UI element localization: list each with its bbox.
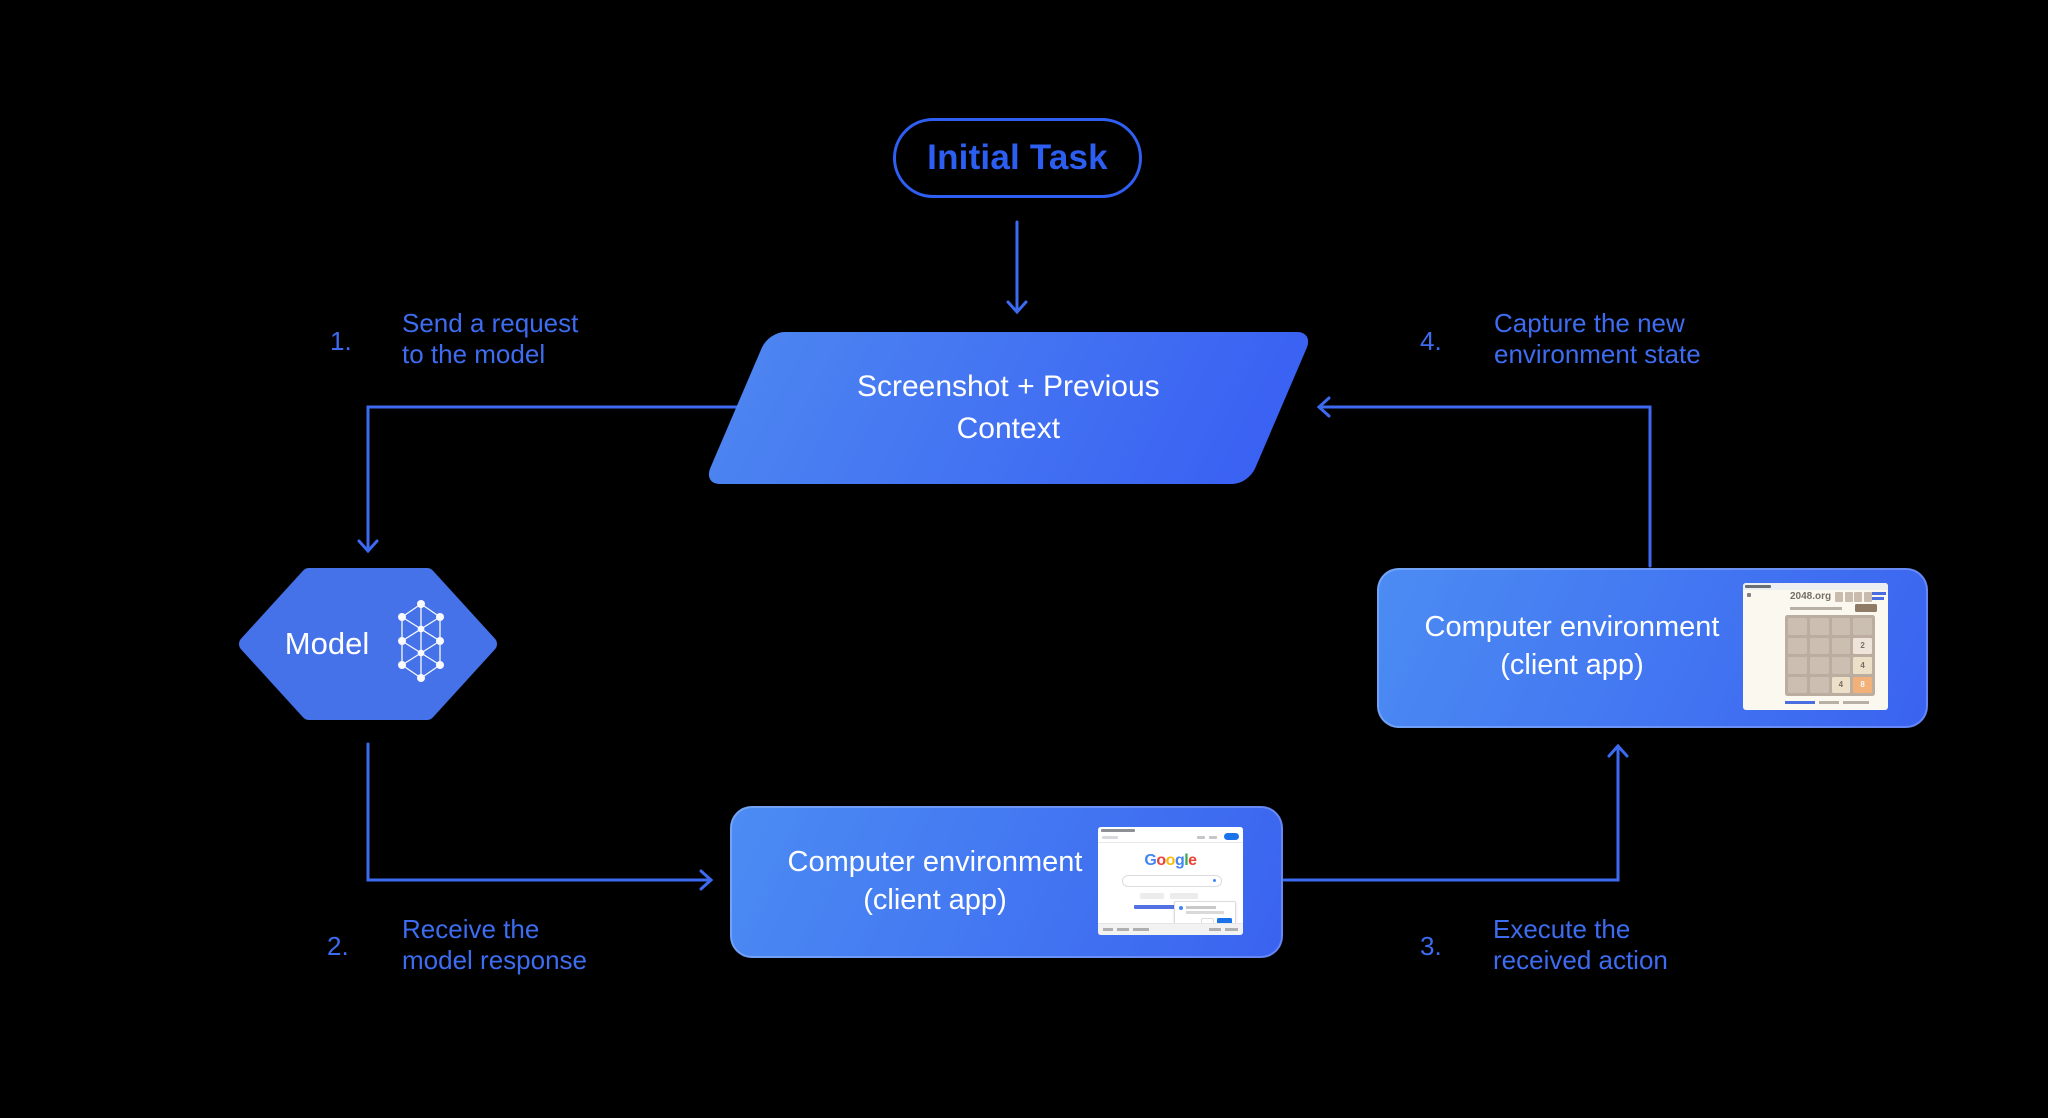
step-4-label: Capture the new environment state bbox=[1494, 308, 1701, 369]
mic-icon bbox=[1213, 879, 1216, 882]
browser-chrome bbox=[1098, 827, 1243, 843]
browser-nav-icons bbox=[1102, 836, 1118, 839]
step-1-number: 1. bbox=[330, 326, 352, 356]
model-node-label: Model bbox=[284, 626, 370, 661]
computer-environment-capture-node: Computer environment (client app) 2048.o… bbox=[1377, 568, 1928, 728]
score-box bbox=[1835, 592, 1843, 602]
score-box bbox=[1844, 592, 1853, 602]
step-4-number: 4. bbox=[1420, 326, 1442, 356]
google-footer bbox=[1098, 923, 1243, 935]
game-tile: 2 bbox=[1853, 637, 1872, 654]
step-2-label: Receive the model response bbox=[402, 914, 587, 975]
dialog-icon bbox=[1179, 906, 1183, 910]
browser-tab-bar bbox=[1745, 585, 1771, 588]
arrow-model-to-env-execute bbox=[366, 742, 714, 891]
link-text bbox=[1872, 597, 1884, 600]
screenshot-context-label: Screenshot + Previous Context bbox=[857, 370, 1160, 445]
footer-text bbox=[1819, 701, 1839, 704]
arrow-env-capture-to-screenshot bbox=[1316, 396, 1652, 568]
browser-tab-bar bbox=[1101, 829, 1135, 832]
initial-task-node: Initial Task bbox=[893, 118, 1142, 198]
computer-environment-capture-label: Computer environment (client app) bbox=[1424, 611, 1720, 681]
game-grid: 2 4 4 8 bbox=[1785, 615, 1875, 696]
arrow-initial-task-to-screenshot bbox=[1006, 220, 1028, 315]
google-search-button bbox=[1140, 893, 1164, 899]
google-search-screenshot-thumbnail: Google bbox=[1098, 827, 1243, 935]
computer-environment-execute-node: Computer environment (client app) Google bbox=[730, 806, 1283, 958]
initial-task-label: Initial Task bbox=[927, 138, 1108, 177]
screenshot-context-node: Screenshot + Previous Context bbox=[703, 332, 1314, 484]
game-tile: 4 bbox=[1853, 657, 1872, 674]
computer-environment-execute-label: Computer environment (client app) bbox=[787, 846, 1083, 916]
arrow-screenshot-to-model bbox=[357, 405, 741, 554]
game-subtitle-text bbox=[1790, 607, 1842, 610]
step-3-number: 3. bbox=[1420, 931, 1442, 961]
feeling-lucky-button bbox=[1170, 893, 1198, 899]
step-2-number: 2. bbox=[327, 931, 349, 961]
neural-network-icon bbox=[398, 600, 444, 682]
google-search-bar bbox=[1122, 875, 1222, 887]
google-logo: Google bbox=[1144, 852, 1197, 869]
dialog-primary-button bbox=[1217, 918, 1232, 925]
google-offered-in-link bbox=[1134, 905, 1208, 909]
arrow-env-execute-to-env-capture bbox=[1282, 743, 1629, 882]
game-tile: 8 bbox=[1853, 676, 1872, 693]
footer-link bbox=[1785, 701, 1815, 704]
new-game-button bbox=[1855, 604, 1877, 612]
step-3-label: Execute the received action bbox=[1493, 914, 1668, 975]
score-box bbox=[1863, 592, 1872, 602]
game-title: 2048.org bbox=[1790, 591, 1832, 602]
score-box bbox=[1854, 592, 1862, 602]
browser-chrome bbox=[1743, 583, 1888, 590]
footer-text bbox=[1843, 701, 1869, 704]
step-1-label: Send a request to the model bbox=[402, 308, 579, 369]
window-icon bbox=[1747, 593, 1751, 597]
2048-game-screenshot-thumbnail: 2048.org 2 4 bbox=[1743, 583, 1888, 710]
game-tile: 4 bbox=[1831, 676, 1851, 693]
sign-in-button bbox=[1224, 833, 1239, 840]
link-text bbox=[1872, 592, 1886, 595]
